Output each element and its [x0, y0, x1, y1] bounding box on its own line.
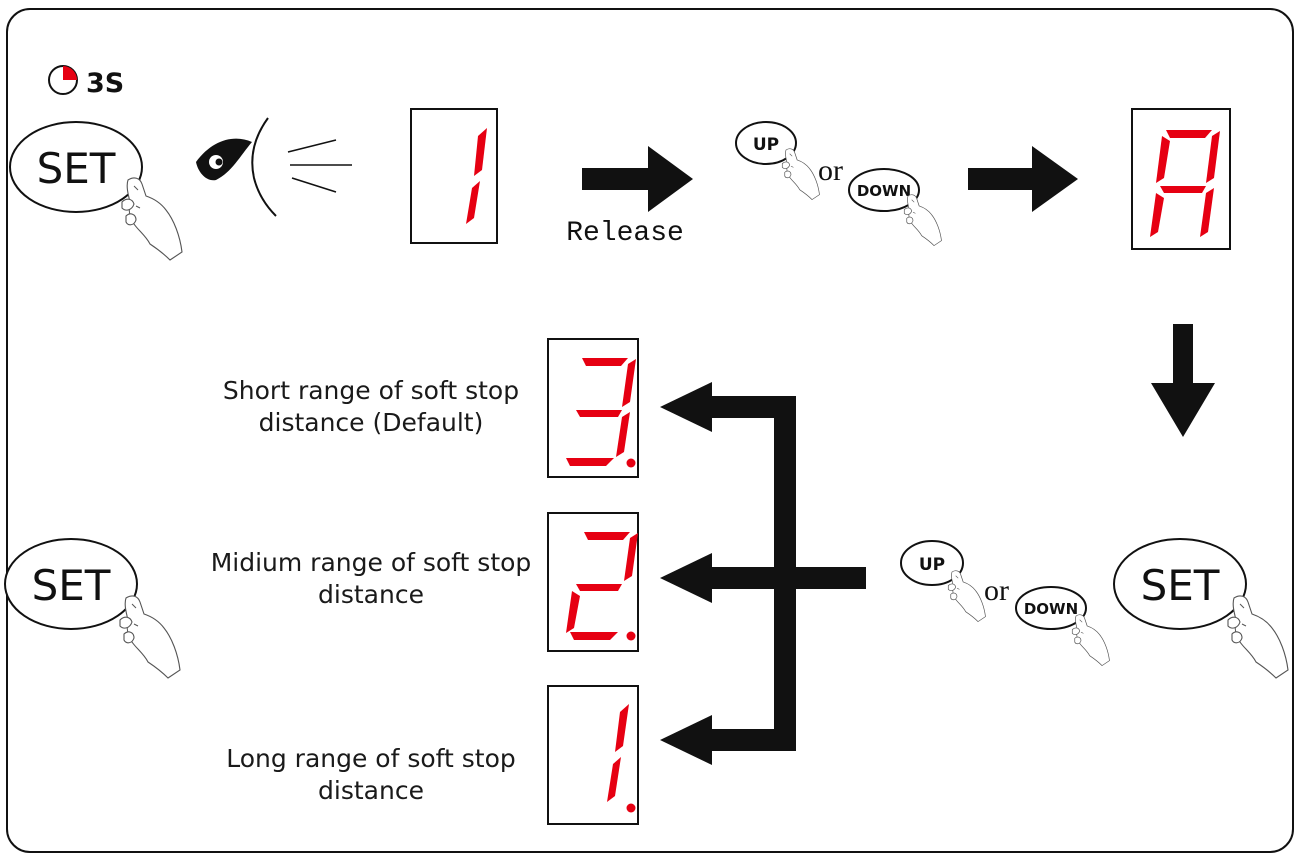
display-option-2 — [547, 512, 639, 652]
option-label-line: distance (Default) — [258, 408, 484, 437]
down-button-top[interactable]: DOWN — [848, 168, 920, 212]
option-label-line: distance — [318, 776, 424, 805]
up-button-bottom[interactable]: UP — [900, 540, 964, 586]
display-option-3 — [547, 338, 639, 478]
down-button-label: DOWN — [1024, 600, 1078, 618]
arrow-down-icon — [1151, 324, 1215, 437]
display-mode — [1131, 108, 1231, 250]
pointing-hand-icon — [1227, 595, 1289, 679]
up-button-label: UP — [919, 555, 945, 575]
arrow-right-icon — [582, 146, 693, 212]
down-button-bottom[interactable]: DOWN — [1015, 586, 1087, 630]
diagram-frame — [6, 8, 1294, 853]
option-label-short: Short range of soft stop distance (Defau… — [196, 375, 546, 439]
up-button-label: UP — [753, 135, 779, 155]
set-button-label: SET — [37, 144, 116, 193]
or-label: or — [984, 574, 1009, 607]
pointing-hand-icon — [781, 148, 820, 200]
option-label-medium: Midium range of soft stop distance — [196, 547, 546, 611]
set-button-bottom-left[interactable]: SET — [4, 538, 138, 630]
set-button-label: SET — [32, 561, 111, 610]
release-label: Release — [566, 218, 684, 249]
pointing-hand-icon — [903, 194, 942, 246]
option-label-long: Long range of soft stop distance — [196, 743, 546, 807]
option-label-line: Short range of soft stop — [222, 376, 520, 405]
down-button-label: DOWN — [857, 182, 911, 200]
pointing-hand-icon — [947, 570, 986, 622]
timer-label: 3S — [86, 68, 124, 99]
pointing-hand-icon — [119, 595, 181, 679]
set-button-label: SET — [1141, 561, 1220, 610]
pointing-hand-icon — [121, 177, 183, 261]
clock-timer-icon — [48, 65, 78, 95]
branch-arrows — [660, 382, 866, 765]
eye-icon — [196, 117, 352, 217]
set-button-bottom-right[interactable]: SET — [1113, 538, 1247, 630]
or-label: or — [818, 154, 843, 187]
set-button-top[interactable]: SET — [9, 121, 143, 213]
up-button-top[interactable]: UP — [735, 121, 797, 165]
pointing-hand-icon — [1071, 614, 1110, 666]
option-label-line: Long range of soft stop — [226, 744, 516, 773]
arrow-right-icon — [968, 146, 1078, 212]
display-option-1 — [547, 685, 639, 825]
display-initial — [410, 108, 498, 244]
option-label-line: Midium range of soft stop — [210, 548, 532, 577]
option-label-line: distance — [318, 580, 424, 609]
